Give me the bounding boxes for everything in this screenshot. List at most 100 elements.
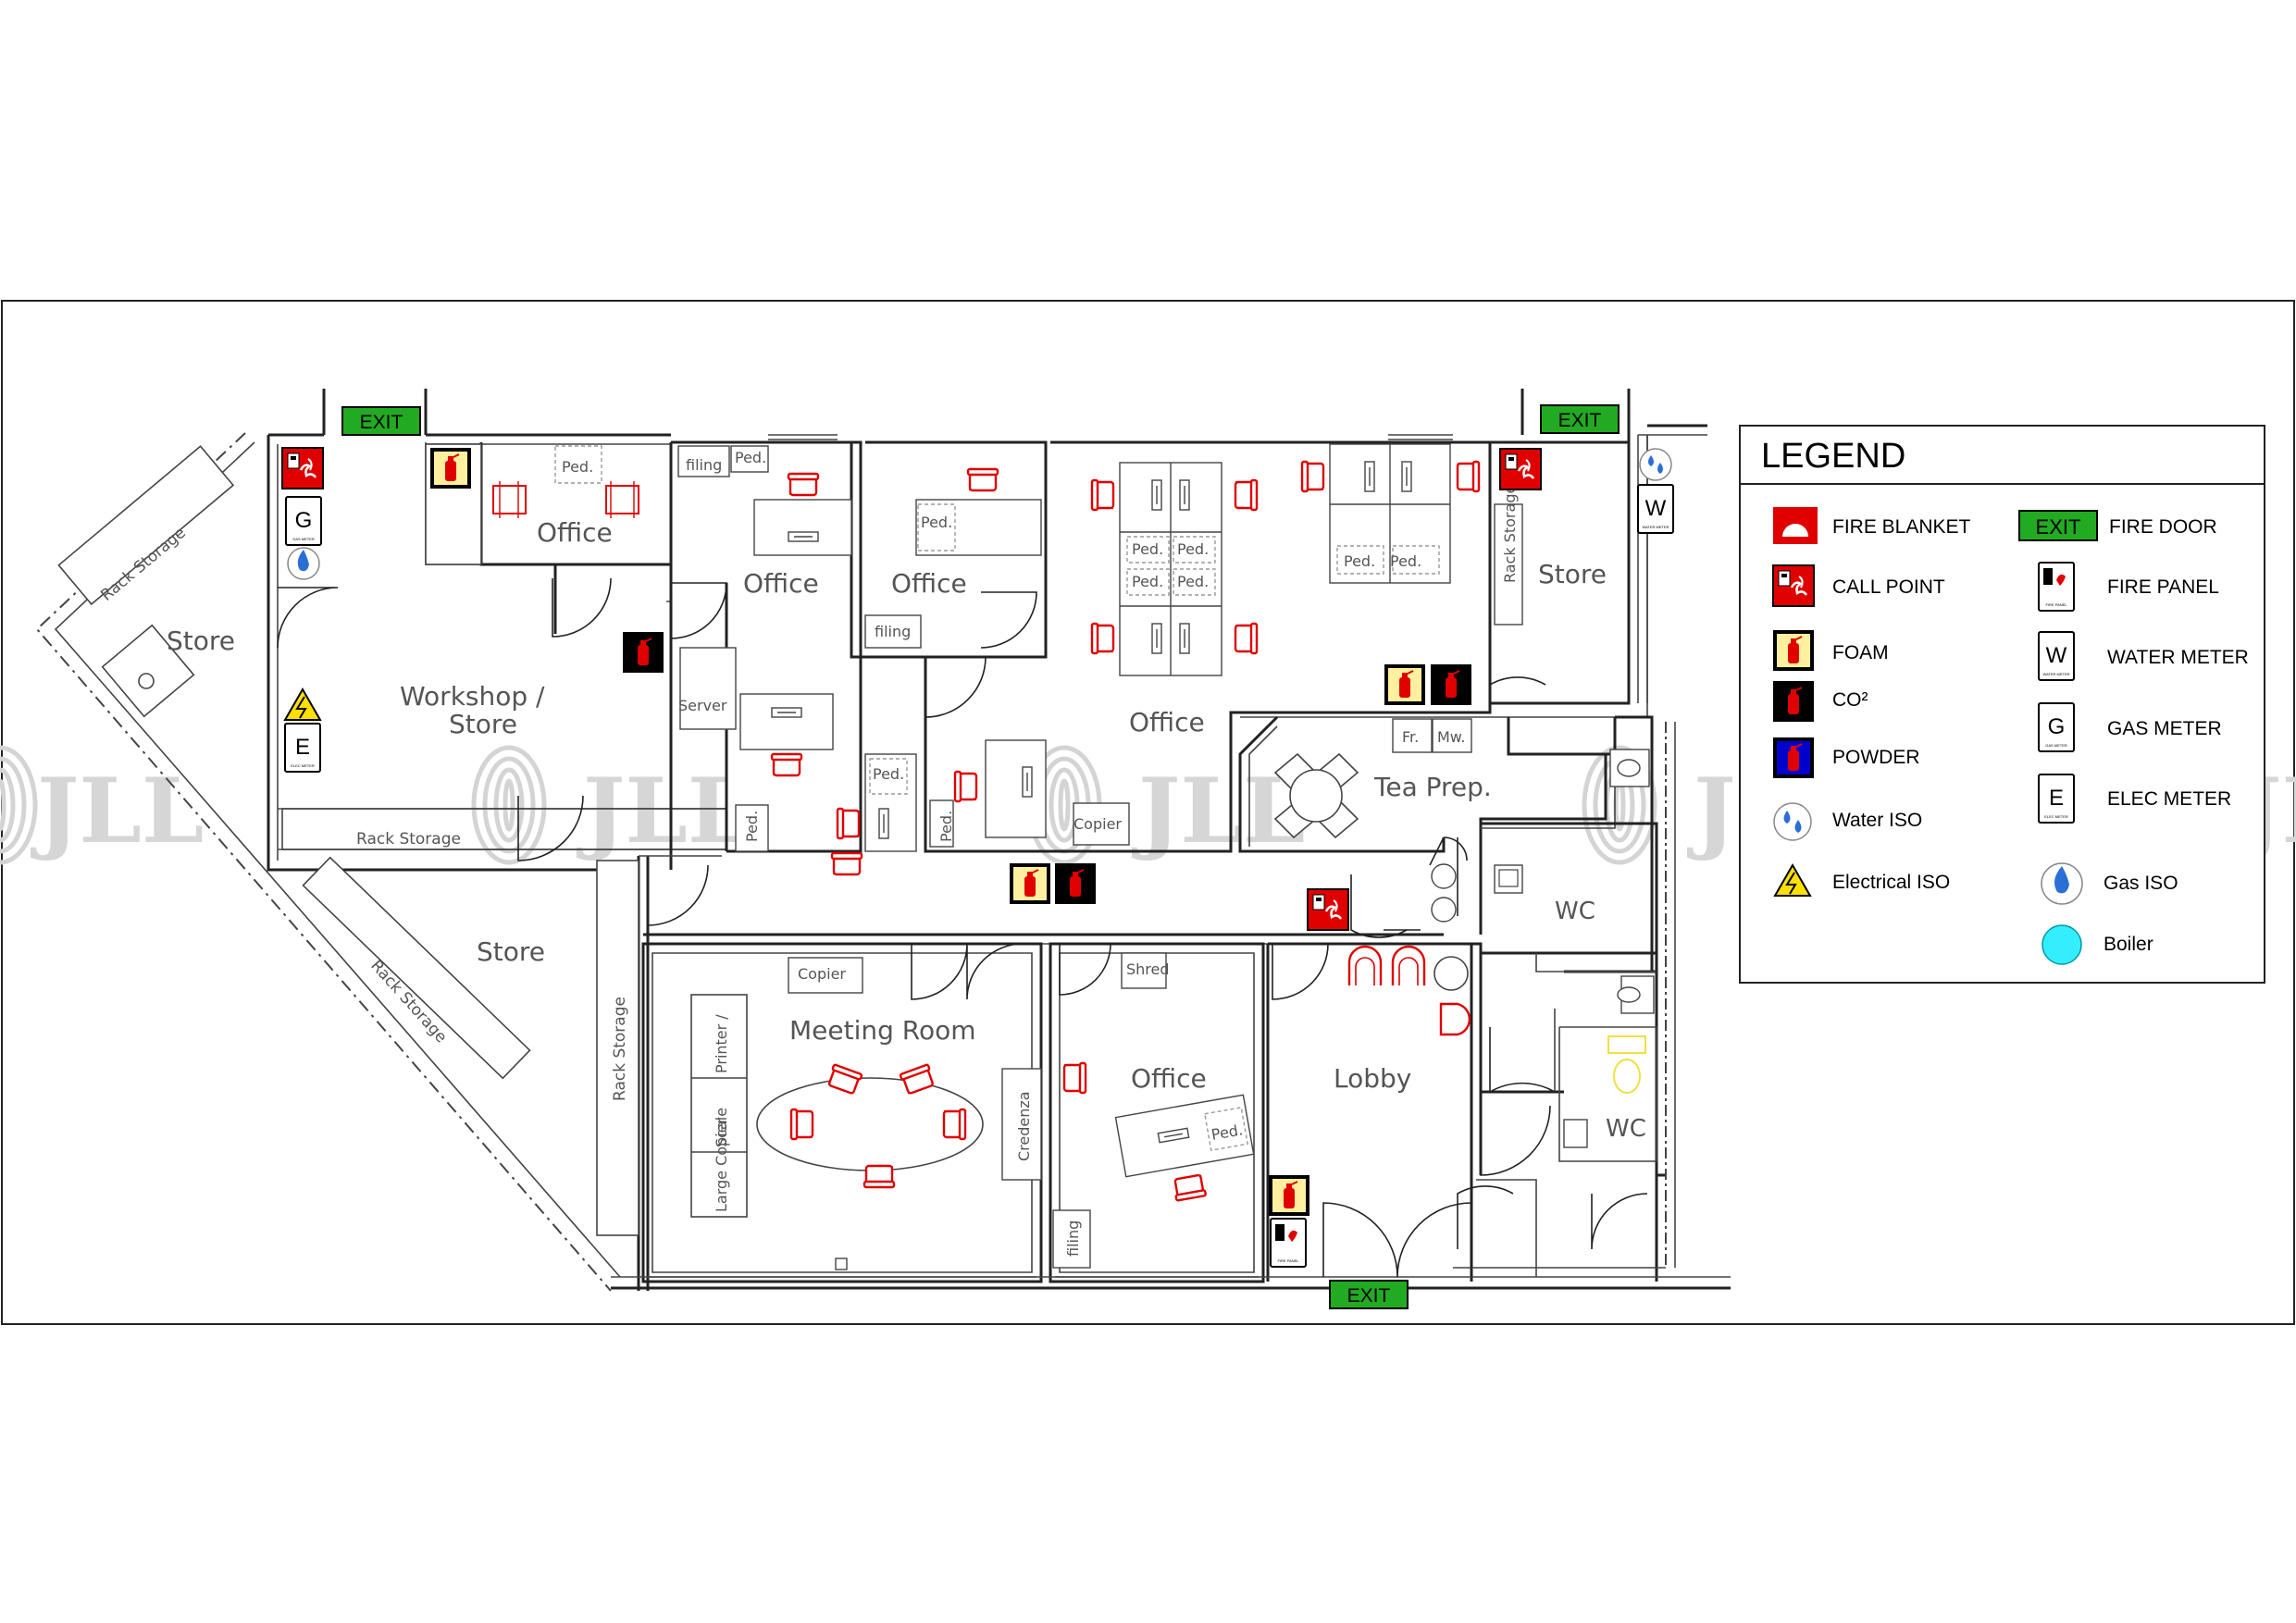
water-iso-icon <box>1639 448 1672 481</box>
ped-label: Ped. <box>1132 573 1163 590</box>
room-label-store-left: Store <box>167 626 235 656</box>
room-label-office-2: Office <box>743 568 819 599</box>
legend-label: WATER METER <box>2107 647 2249 668</box>
tea-table <box>1273 752 1359 839</box>
copier-label: Copier <box>1074 815 1122 833</box>
legend-label: FOAM <box>1832 642 1889 663</box>
legend: LEGEND FIRE BLANKET CALL POINT FOAM CO² … <box>1739 425 2265 984</box>
ped-label: Ped. <box>743 811 761 842</box>
room-label-office-4: Office <box>1131 1063 1207 1094</box>
exit-sign: EXIT <box>1540 404 1620 434</box>
microwave-label: Mw. <box>1437 728 1466 746</box>
elec-meter-letter: E <box>295 735 310 760</box>
legend-label: ELEC METER <box>2107 788 2231 810</box>
safety-signs: EXIT EXIT EXIT G GAS METER <box>280 404 1674 1309</box>
rack-storage-label: Rack Storage <box>611 997 629 1101</box>
water-meter-caption: WATER METER <box>1642 525 1669 529</box>
filing-label: filing <box>1064 1220 1082 1257</box>
water-meter-letter: W <box>1645 496 1667 521</box>
fire-blanket-icon <box>1773 507 1818 544</box>
printer-label: Printer / <box>713 1014 730 1073</box>
room-label-office-1: Office <box>537 517 613 548</box>
furniture <box>57 443 1655 1270</box>
exit-label: EXIT <box>360 412 403 433</box>
foam-extinguisher-icon <box>1010 863 1050 904</box>
exit-label: EXIT <box>1347 1285 1391 1307</box>
server-label: Server <box>678 697 727 714</box>
water-meter-icon: W WATER METER <box>1637 484 1674 534</box>
ped-label: Ped. <box>937 811 955 842</box>
gas-iso-icon <box>287 547 320 580</box>
room-label-workshop-store: Store <box>449 709 517 739</box>
legend-label: GAS METER <box>2107 718 2222 739</box>
elec-meter-icon: E ELEC METER <box>2038 774 2075 824</box>
fire-panel-icon: FIRE PANEL <box>2038 562 2075 612</box>
legend-label: Gas ISO <box>2104 873 2178 894</box>
rack-storage-label: Rack Storage <box>1501 485 1519 583</box>
watermark-text: JLL <box>30 759 204 863</box>
gas-iso-icon <box>2041 862 2083 905</box>
credenza-label: Credenza <box>1015 1091 1033 1161</box>
legend-label: POWDER <box>1832 747 1920 768</box>
elec-meter-icon: E ELEC METER <box>284 723 321 773</box>
room-label-store-right: Store <box>1538 559 1607 589</box>
room-label-office-3: Office <box>891 568 967 599</box>
room-label-lobby: Lobby <box>1334 1063 1411 1094</box>
gas-meter-icon: G GAS METER <box>285 496 322 546</box>
copier-label: Copier <box>798 965 846 983</box>
ped-label: Ped. <box>1132 540 1163 558</box>
foam-extinguisher-icon <box>1269 1175 1309 1216</box>
fire-panel-caption: FIRE PANEL <box>1277 1258 1299 1263</box>
call-point-icon <box>1498 447 1543 491</box>
exit-label: EXIT <box>1558 410 1602 431</box>
electrical-iso-icon <box>1773 862 1812 897</box>
co2-extinguisher-icon <box>623 632 664 673</box>
watermark-text: JLL <box>1131 759 1305 863</box>
call-point-icon <box>280 446 325 490</box>
filing-label: filing <box>686 456 722 474</box>
fire-panel-caption: FIRE PANEL <box>2045 602 2067 607</box>
shred-label: Shred <box>1126 960 1170 978</box>
room-label-wc-1: WC <box>1555 898 1595 925</box>
lobby-seats <box>1347 945 1471 1036</box>
ped-label: Ped. <box>1390 552 1421 570</box>
ped-label: Ped. <box>1177 573 1209 590</box>
co2-extinguisher-icon <box>1773 681 1814 722</box>
elec-meter-caption: ELEC METER <box>2044 814 2068 819</box>
call-point-icon <box>1771 564 1816 608</box>
legend-label: FIRE DOOR <box>2109 516 2217 538</box>
fire-door-icon: EXIT <box>2018 510 2098 541</box>
doors <box>277 577 1648 1278</box>
legend-label: CO² <box>1832 689 1868 711</box>
ped-label: Ped. <box>1177 540 1209 558</box>
water-iso-icon <box>1773 802 1812 841</box>
co2-extinguisher-icon <box>1055 863 1096 904</box>
water-meter-caption: WATER METER <box>2042 672 2069 676</box>
filing-label: filing <box>875 623 911 640</box>
legend-label: CALL POINT <box>1832 576 1945 598</box>
powder-extinguisher-icon <box>1773 737 1814 778</box>
room-label-store-lower: Store <box>477 936 545 967</box>
scale-label: Scale <box>713 1108 730 1147</box>
ped-label: Ped. <box>1344 552 1375 570</box>
exit-sign: EXIT <box>341 406 421 436</box>
rack-storage-label: Rack Storage <box>356 830 461 849</box>
water-meter-letter: W <box>2046 643 2067 668</box>
watermark-text: JLL <box>576 759 750 863</box>
legend-label: Electrical ISO <box>1832 872 1950 893</box>
ped-label: Ped. <box>562 458 593 476</box>
elec-meter-caption: ELEC METER <box>291 763 315 768</box>
foam-extinguisher-icon <box>430 448 471 489</box>
room-label-workshop: Workshop / <box>400 681 545 712</box>
legend-title: LEGEND <box>1761 437 1905 476</box>
legend-label: FIRE BLANKET <box>1832 516 1971 538</box>
boiler-icon <box>2042 924 2082 965</box>
gas-meter-letter: G <box>295 508 313 533</box>
ped-label: Ped. <box>735 449 766 466</box>
legend-label: FIRE PANEL <box>2107 576 2219 598</box>
foam-extinguisher-icon <box>1384 664 1425 705</box>
foam-extinguisher-icon <box>1773 630 1814 671</box>
exit-label: EXIT <box>2036 515 2081 539</box>
legend-label: Boiler <box>2104 934 2153 955</box>
